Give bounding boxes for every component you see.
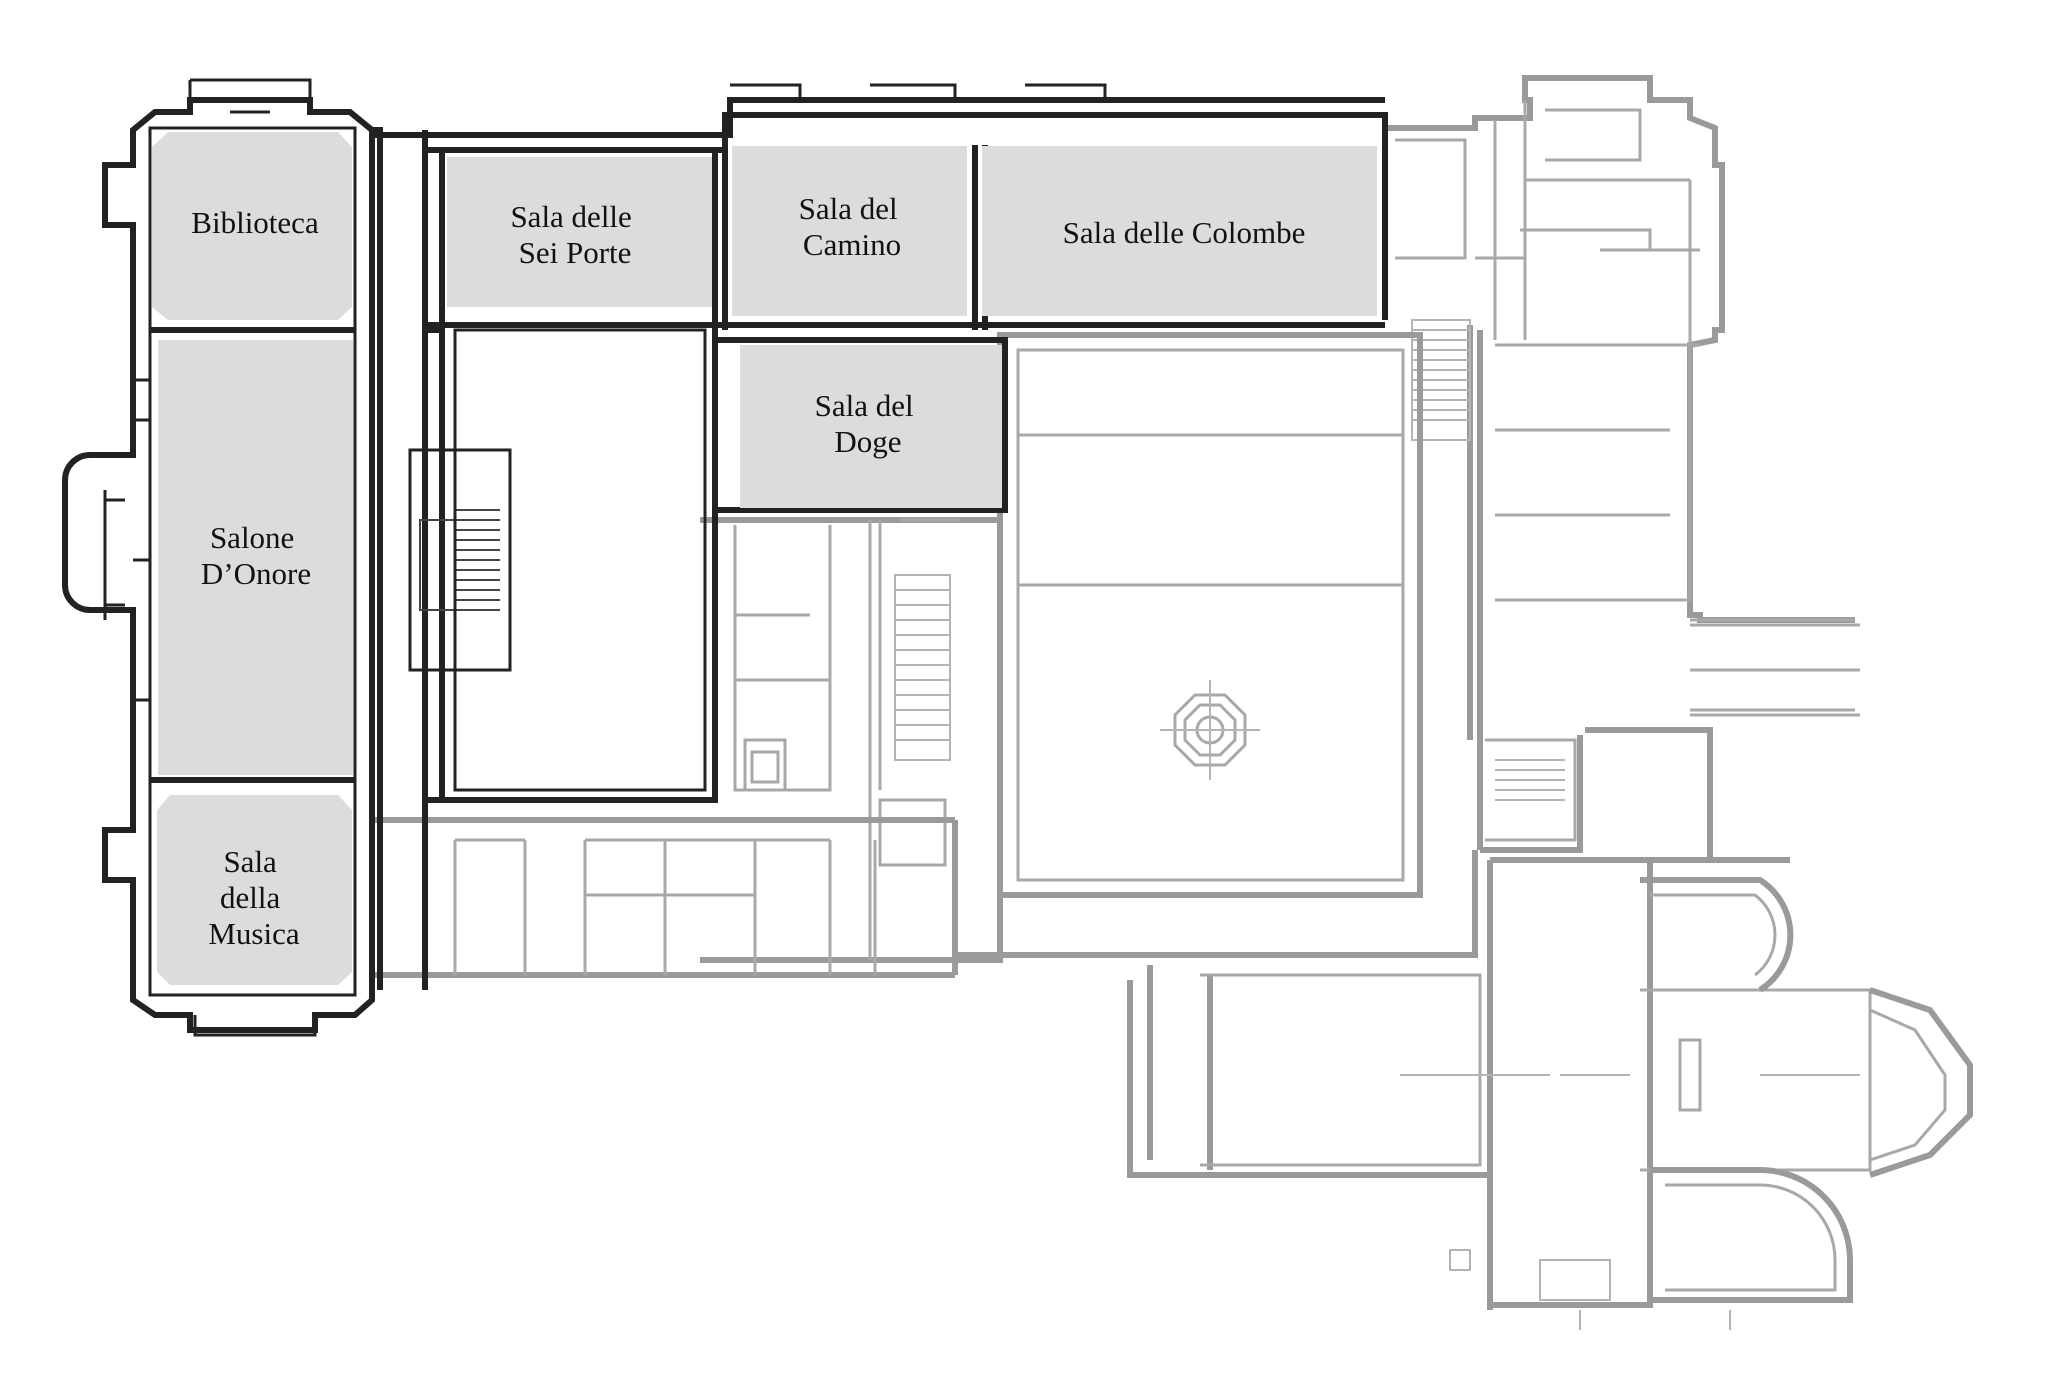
- room-labels: Biblioteca Sala delle Sei Porte Sala del…: [191, 191, 1305, 951]
- plan-background-walls: [375, 75, 1973, 1330]
- room-sala-delle-colombe[interactable]: [982, 146, 1377, 316]
- fountain-icon: [1160, 680, 1260, 780]
- label-salone-donore: Salone D’Onore: [201, 520, 311, 591]
- room-sala-della-musica[interactable]: [157, 795, 352, 985]
- plan-main-walls: [62, 78, 1388, 1037]
- label-sala-delle-sei-porte: Sala delle Sei Porte: [510, 199, 639, 270]
- highlighted-rooms: [152, 132, 1377, 985]
- room-sala-del-doge[interactable]: [740, 345, 1002, 508]
- label-sala-del-camino: Sala del Camino: [799, 191, 906, 262]
- label-biblioteca: Biblioteca: [191, 205, 319, 240]
- room-sala-del-camino[interactable]: [732, 146, 967, 316]
- label-sala-del-doge: Sala del Doge: [815, 388, 922, 459]
- room-sala-delle-sei-porte[interactable]: [447, 157, 712, 307]
- room-salone-donore[interactable]: [158, 340, 353, 775]
- label-sala-della-musica: Sala della Musica: [208, 844, 300, 951]
- staircase-icon: [419, 509, 500, 611]
- room-biblioteca[interactable]: [152, 132, 352, 320]
- label-sala-delle-colombe: Sala delle Colombe: [1063, 215, 1306, 250]
